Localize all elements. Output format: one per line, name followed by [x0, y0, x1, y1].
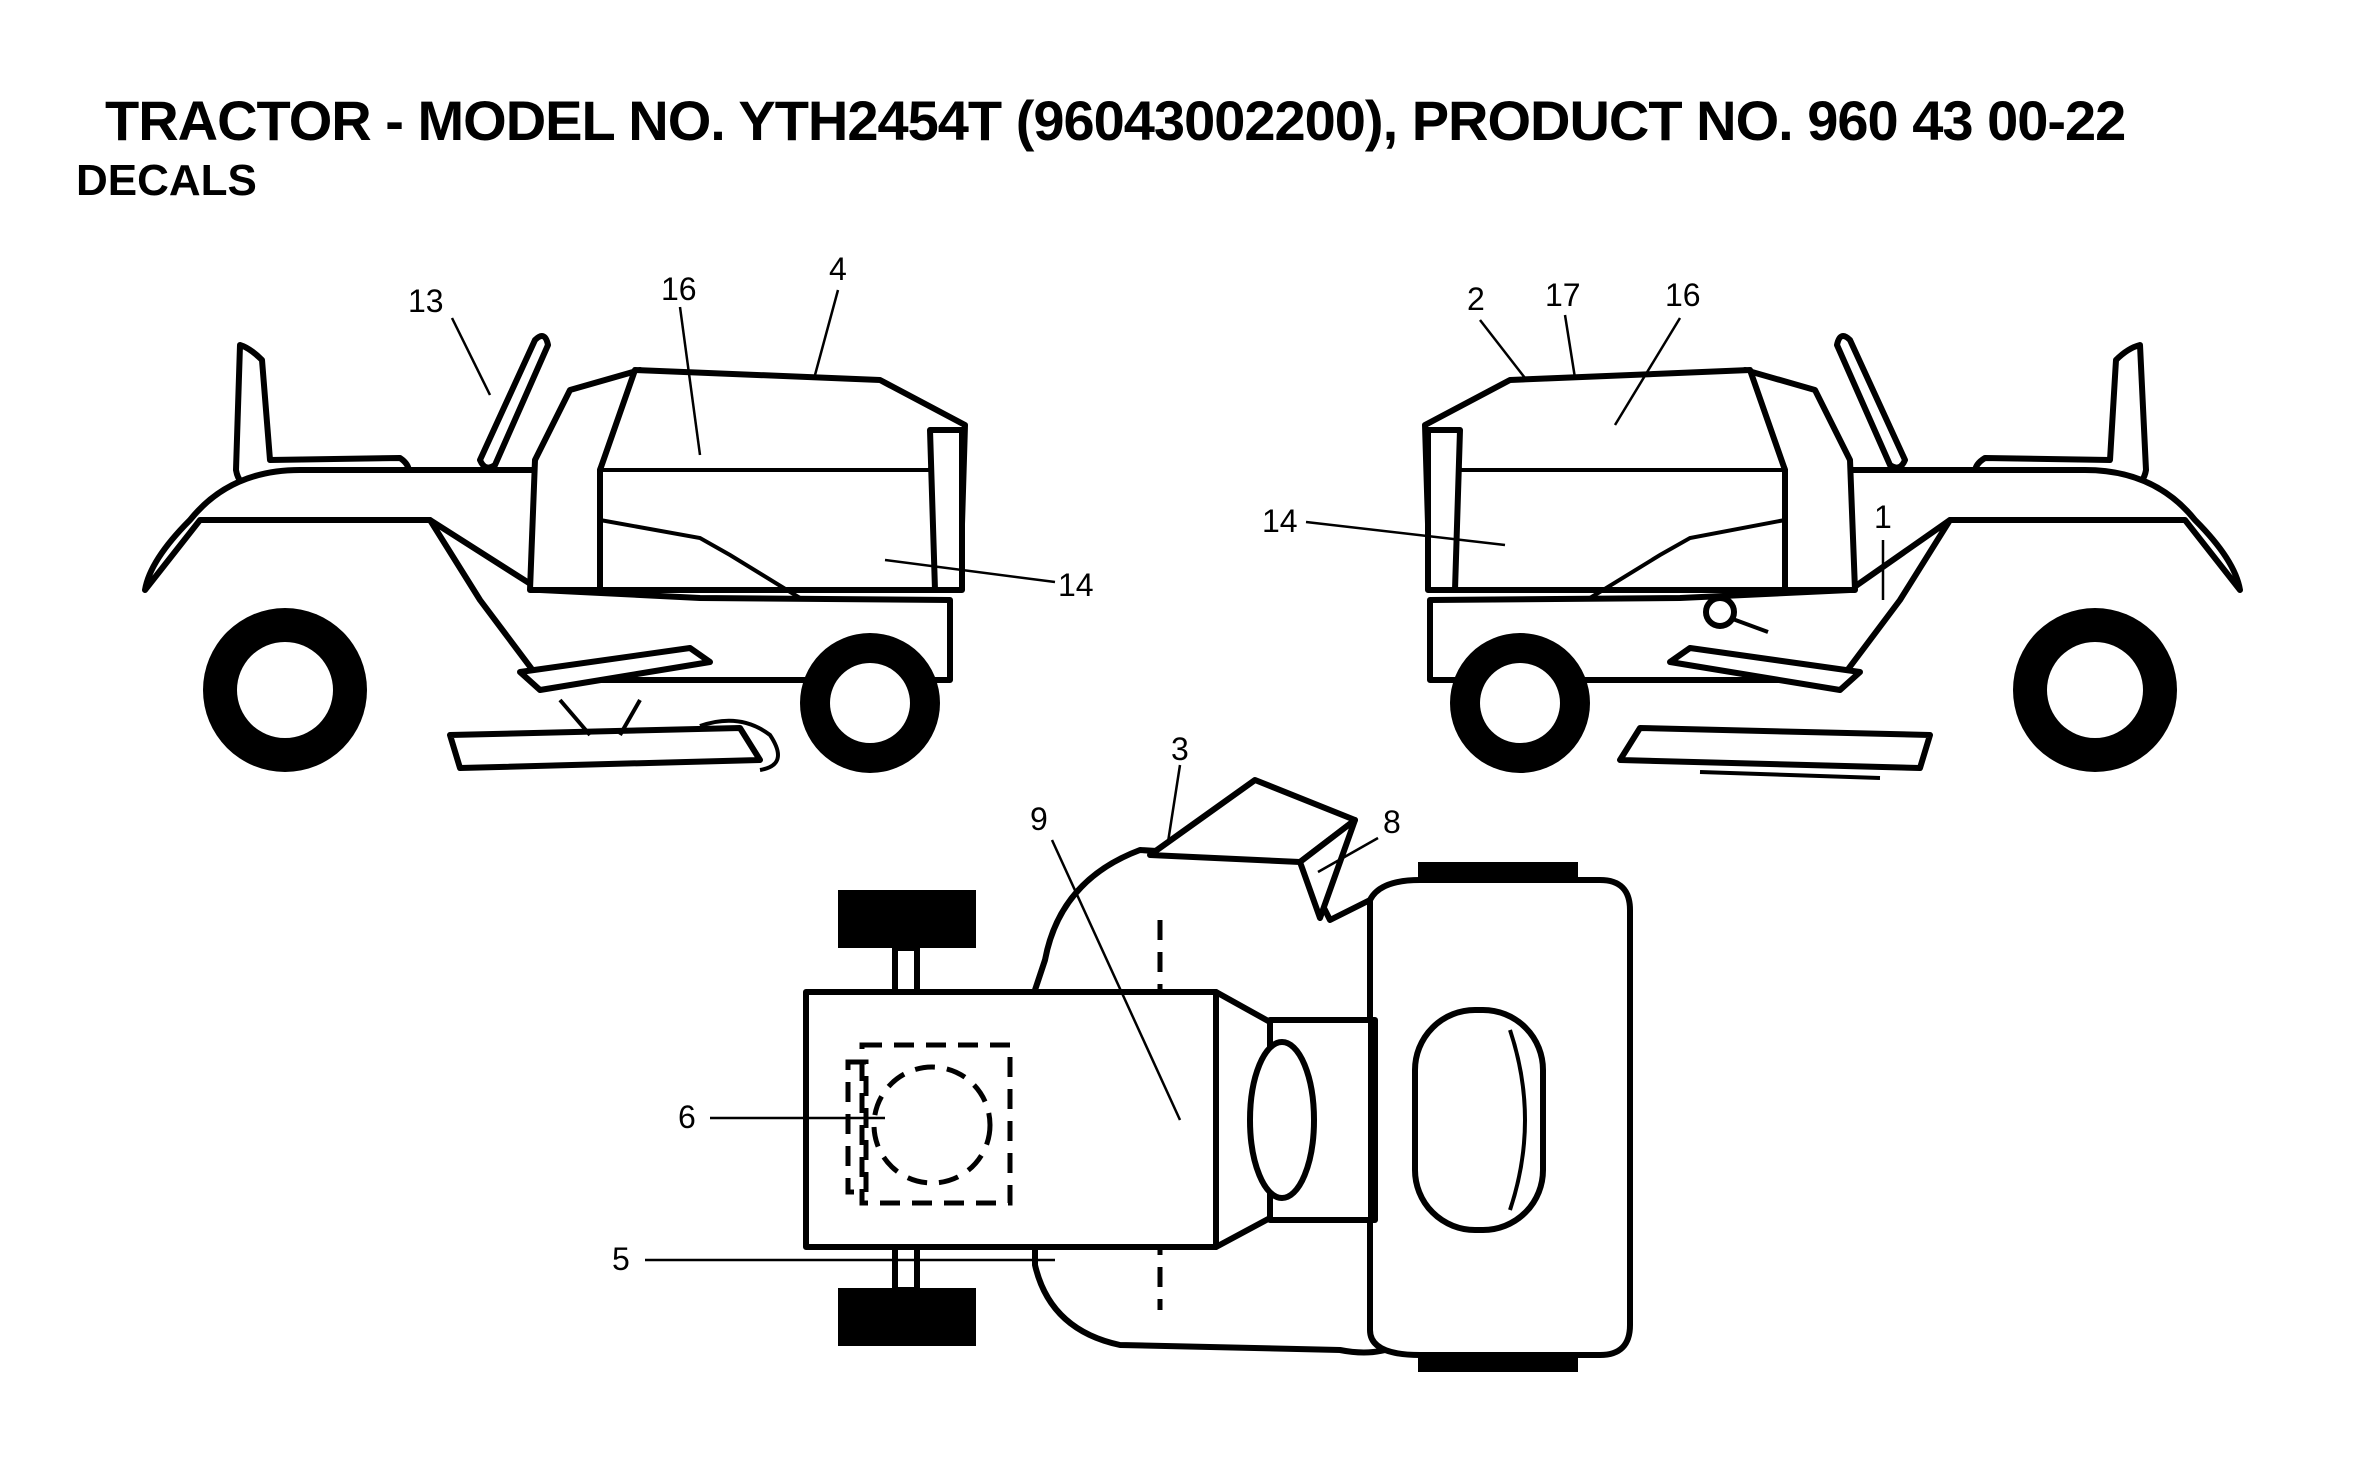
front-hub-left — [830, 663, 910, 743]
page-subtitle: DECALS — [76, 156, 257, 205]
engine-fan-top — [871, 1064, 993, 1186]
front-tire-top-upper — [838, 890, 976, 948]
seat-top — [1412, 1007, 1546, 1233]
rear-hub-left — [237, 642, 333, 738]
mower-deck-left — [447, 725, 763, 771]
steering-wheel-right — [1834, 333, 1908, 471]
callout-right-14: 14 — [1262, 503, 1298, 539]
hood-right — [1422, 367, 1788, 593]
foot-pedal-right — [1667, 645, 1863, 693]
tractor-right-view — [1422, 333, 2243, 780]
tractor-top-view — [803, 777, 1633, 1372]
leader-top-3 — [1166, 764, 1182, 843]
leader-right-16 — [1613, 317, 1682, 426]
callout-right-1: 1 — [1874, 499, 1892, 535]
leader-top-8 — [1317, 836, 1379, 874]
leader-right-17 — [1563, 314, 1577, 379]
engine-cover-top — [859, 1042, 1013, 1206]
callout-top-9: 9 — [1030, 801, 1048, 837]
front-tire-top-lower — [838, 1288, 976, 1346]
callout-right-2: 2 — [1467, 281, 1485, 317]
tractor-left-view — [142, 333, 968, 773]
callout-right-17: 17 — [1545, 277, 1581, 313]
leader-right-2 — [1479, 319, 1526, 379]
callout-left-16: 16 — [661, 271, 697, 307]
leader-left-13 — [450, 317, 492, 396]
deck-skirt-right — [1699, 770, 1881, 780]
lever-knob-right — [1703, 595, 1737, 629]
leader-left-4 — [813, 289, 840, 376]
foot-pedal-left — [517, 645, 713, 693]
discharge-chute-left — [699, 718, 780, 772]
grille-right — [1425, 427, 1463, 593]
callout-top-6: 6 — [678, 1099, 696, 1135]
hood-left — [597, 367, 968, 593]
leader-right-14 — [1305, 520, 1506, 547]
lever-arm-right — [1729, 616, 1769, 634]
leader-top-9 — [1050, 839, 1182, 1121]
callout-right-16: 16 — [1665, 277, 1701, 313]
callout-left-13: 13 — [408, 283, 444, 319]
mower-deck-right — [1617, 725, 1933, 771]
leader-left-16 — [678, 306, 702, 456]
callout-left-4: 4 — [829, 251, 847, 287]
page-title: TRACTOR - MODEL NO. YTH2454T (9604300220… — [105, 89, 2126, 152]
callout-top-5: 5 — [612, 1241, 630, 1277]
front-hub-right — [1480, 663, 1560, 743]
steering-wheel-top — [1247, 1039, 1317, 1201]
callout-left-14: 14 — [1058, 567, 1094, 603]
leader-left-14 — [884, 558, 1056, 584]
engine-side-top — [845, 1059, 869, 1195]
grille-left — [927, 427, 965, 593]
chute-edge-top — [1297, 817, 1358, 921]
rear-hub-right — [2047, 642, 2143, 738]
steering-wheel-left — [477, 333, 551, 471]
deck-mount-left — [558, 698, 642, 737]
seat-back-top — [1508, 1029, 1527, 1211]
callout-top-3: 3 — [1171, 731, 1189, 767]
callout-top-8: 8 — [1383, 804, 1401, 840]
